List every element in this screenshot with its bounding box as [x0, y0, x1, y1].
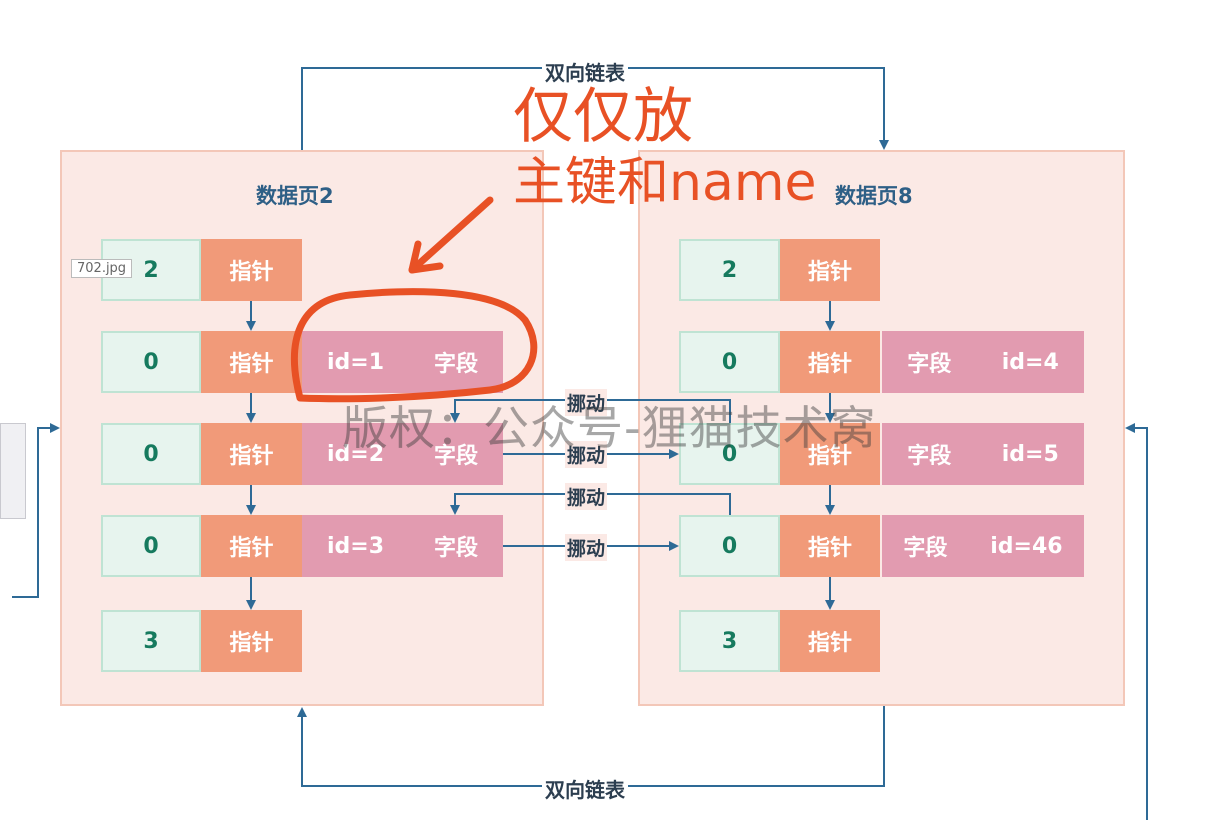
annotation-text-line2: 主键和name	[513, 153, 817, 213]
slot-pointer: 指针	[780, 239, 880, 301]
annotation-circle	[290, 288, 538, 403]
record: 字段 id=46	[882, 515, 1084, 577]
record: id=2 字段	[302, 423, 503, 485]
record-field: 字段	[433, 444, 478, 469]
move-label: 挪动	[565, 441, 608, 468]
record-id: id=3	[326, 533, 385, 559]
move-label: 挪动	[565, 389, 608, 416]
slot-pointer: 指针	[201, 515, 302, 577]
slot-number: 0	[101, 331, 201, 393]
record-id: id=4	[1001, 349, 1059, 375]
slot-number: 2	[679, 239, 780, 301]
record: id=1 字段	[302, 331, 503, 393]
slot-pointer: 指针	[780, 610, 880, 672]
data-page-left-title: 数据页2	[256, 184, 334, 208]
record-field: 字段	[907, 352, 952, 377]
record: 字段 id=4	[882, 331, 1084, 393]
file-name-tag: 702.jpg	[71, 259, 133, 278]
slot-pointer: 指针	[201, 331, 302, 393]
slot-pointer: 指针	[780, 515, 880, 577]
move-label: 挪动	[565, 534, 608, 561]
annotation-text-line1: 仅仅放	[513, 82, 693, 152]
record-id: id=2	[326, 441, 385, 467]
left-edge-frame	[0, 423, 26, 519]
move-label: 挪动	[565, 483, 608, 510]
record-id: id=1	[326, 349, 385, 375]
record-field: 字段	[433, 352, 478, 377]
slot-number: 0	[101, 515, 201, 577]
slot-pointer: 指针	[780, 331, 880, 393]
record: id=3 字段	[302, 515, 503, 577]
slot-number: 3	[679, 610, 780, 672]
record-id: id=5	[1001, 441, 1059, 467]
slot-pointer: 指针	[780, 423, 880, 485]
slot-pointer: 指针	[201, 610, 302, 672]
slot-pointer: 指针	[201, 239, 302, 301]
record-field: 字段	[907, 444, 952, 469]
record: 字段 id=5	[882, 423, 1084, 485]
slot-number: 3	[101, 610, 201, 672]
slot-number: 0	[101, 423, 201, 485]
top-link-label: 双向链表	[542, 57, 628, 86]
slot-number: 0	[679, 423, 780, 485]
watermark: 版权：公众号-狸猫技术窝	[342, 401, 877, 455]
slot-pointer: 指针	[201, 423, 302, 485]
record-field: 字段	[433, 536, 478, 561]
record-id: id=46	[990, 533, 1063, 559]
slot-number: 0	[679, 515, 780, 577]
data-page-right-title: 数据页8	[835, 184, 913, 208]
record-field: 字段	[903, 536, 948, 561]
slot-number: 0	[679, 331, 780, 393]
annotation-arrow	[408, 196, 494, 274]
bottom-link-label: 双向链表	[542, 774, 628, 803]
